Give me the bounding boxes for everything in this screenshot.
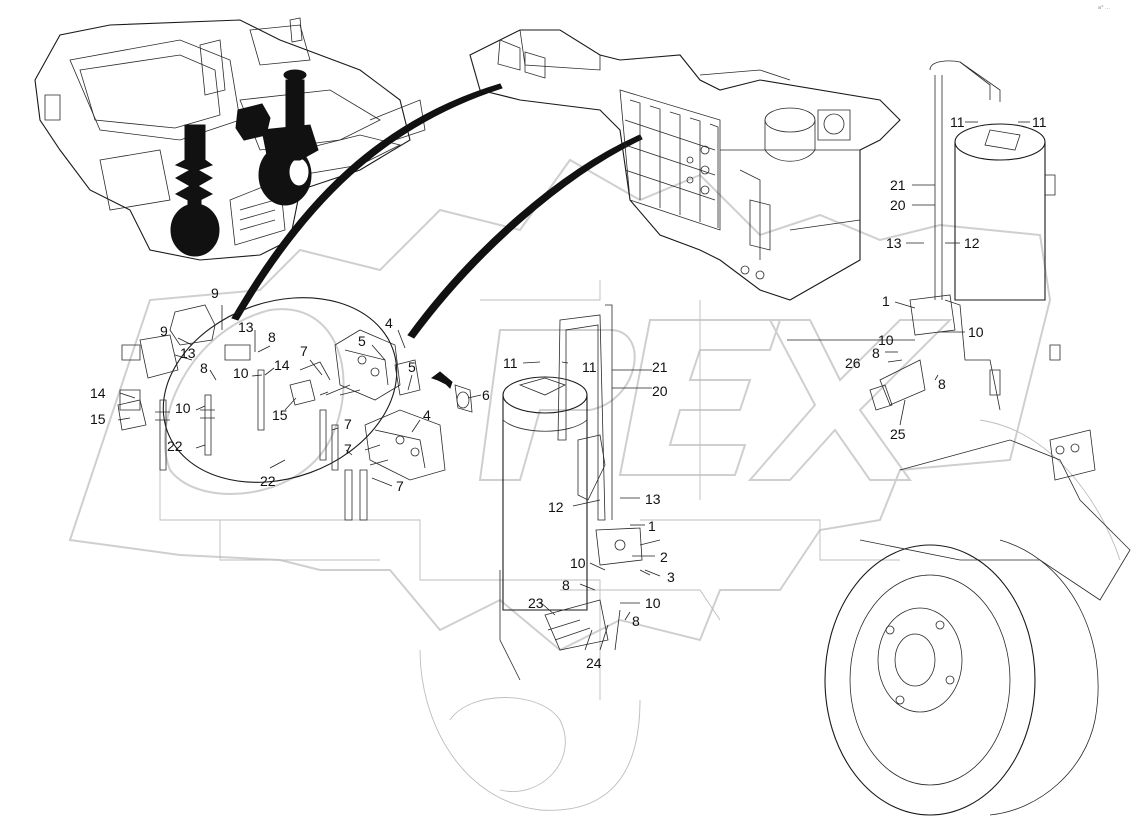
- callout-15: 15: [272, 407, 288, 423]
- callout-5: 5: [408, 359, 416, 375]
- callout-2: 2: [660, 549, 668, 565]
- callout-24: 24: [586, 655, 602, 671]
- background-frame: [159, 280, 1121, 811]
- callout-11: 11: [1032, 114, 1047, 130]
- right-cylinder-wheel: [824, 60, 1131, 816]
- callout-13: 13: [886, 235, 902, 251]
- callout-8: 8: [632, 613, 640, 629]
- callout-21: 21: [652, 359, 668, 375]
- callout-6: 6: [482, 387, 490, 403]
- callout-8: 8: [268, 329, 276, 345]
- callout-4: 4: [423, 407, 431, 423]
- callout-10: 10: [878, 332, 894, 348]
- callout-8: 8: [200, 360, 208, 376]
- callout-10: 10: [233, 365, 249, 381]
- callout-11: 11: [503, 355, 518, 371]
- watermark: [68, 158, 1052, 652]
- machine-overview: [34, 17, 643, 339]
- callout-10: 10: [968, 324, 984, 340]
- callout-7: 7: [396, 478, 404, 494]
- callout-7: 7: [344, 416, 352, 432]
- callout-8: 8: [938, 376, 946, 392]
- callout-22: 22: [167, 438, 183, 454]
- callout-8: 8: [872, 345, 880, 361]
- callout-13: 13: [180, 345, 196, 361]
- detail-circle: [117, 297, 473, 521]
- callout-3: 3: [667, 569, 675, 585]
- callout-13: 13: [238, 319, 254, 335]
- callout-1: 1: [882, 293, 890, 309]
- callout-12: 12: [548, 499, 564, 515]
- callout-labels: 9 9 13 13 8 8 14 14 10 10 15 15 22 22 7 …: [90, 114, 1047, 671]
- leader-lines: [117, 121, 1030, 651]
- corner-mark: a° ...: [1098, 5, 1110, 11]
- callout-1: 1: [648, 518, 656, 534]
- callout-10: 10: [175, 400, 191, 416]
- callout-20: 20: [652, 383, 668, 399]
- callout-20: 20: [890, 197, 906, 213]
- callout-15: 15: [90, 411, 106, 427]
- callout-7: 7: [300, 343, 308, 359]
- callout-14: 14: [274, 357, 290, 373]
- callout-7: 7: [344, 441, 352, 457]
- callout-10: 10: [645, 595, 661, 611]
- valve-block-assembly: [469, 29, 901, 301]
- callout-4: 4: [385, 315, 393, 331]
- callout-11: 11: [582, 359, 597, 375]
- callout-5: 5: [358, 333, 366, 349]
- callout-13: 13: [645, 491, 661, 507]
- callout-8: 8: [562, 577, 570, 593]
- callout-21: 21: [890, 177, 906, 193]
- center-cylinder: [499, 304, 661, 681]
- callout-25: 25: [890, 426, 906, 442]
- callout-22: 22: [260, 473, 276, 489]
- callout-10: 10: [570, 555, 586, 571]
- callout-23: 23: [528, 595, 544, 611]
- callout-12: 12: [964, 235, 980, 251]
- callout-26: 26: [845, 355, 861, 371]
- callout-9: 9: [160, 323, 168, 339]
- callout-9: 9: [211, 285, 219, 301]
- callout-11: 11: [950, 114, 965, 130]
- callout-14: 14: [90, 385, 106, 401]
